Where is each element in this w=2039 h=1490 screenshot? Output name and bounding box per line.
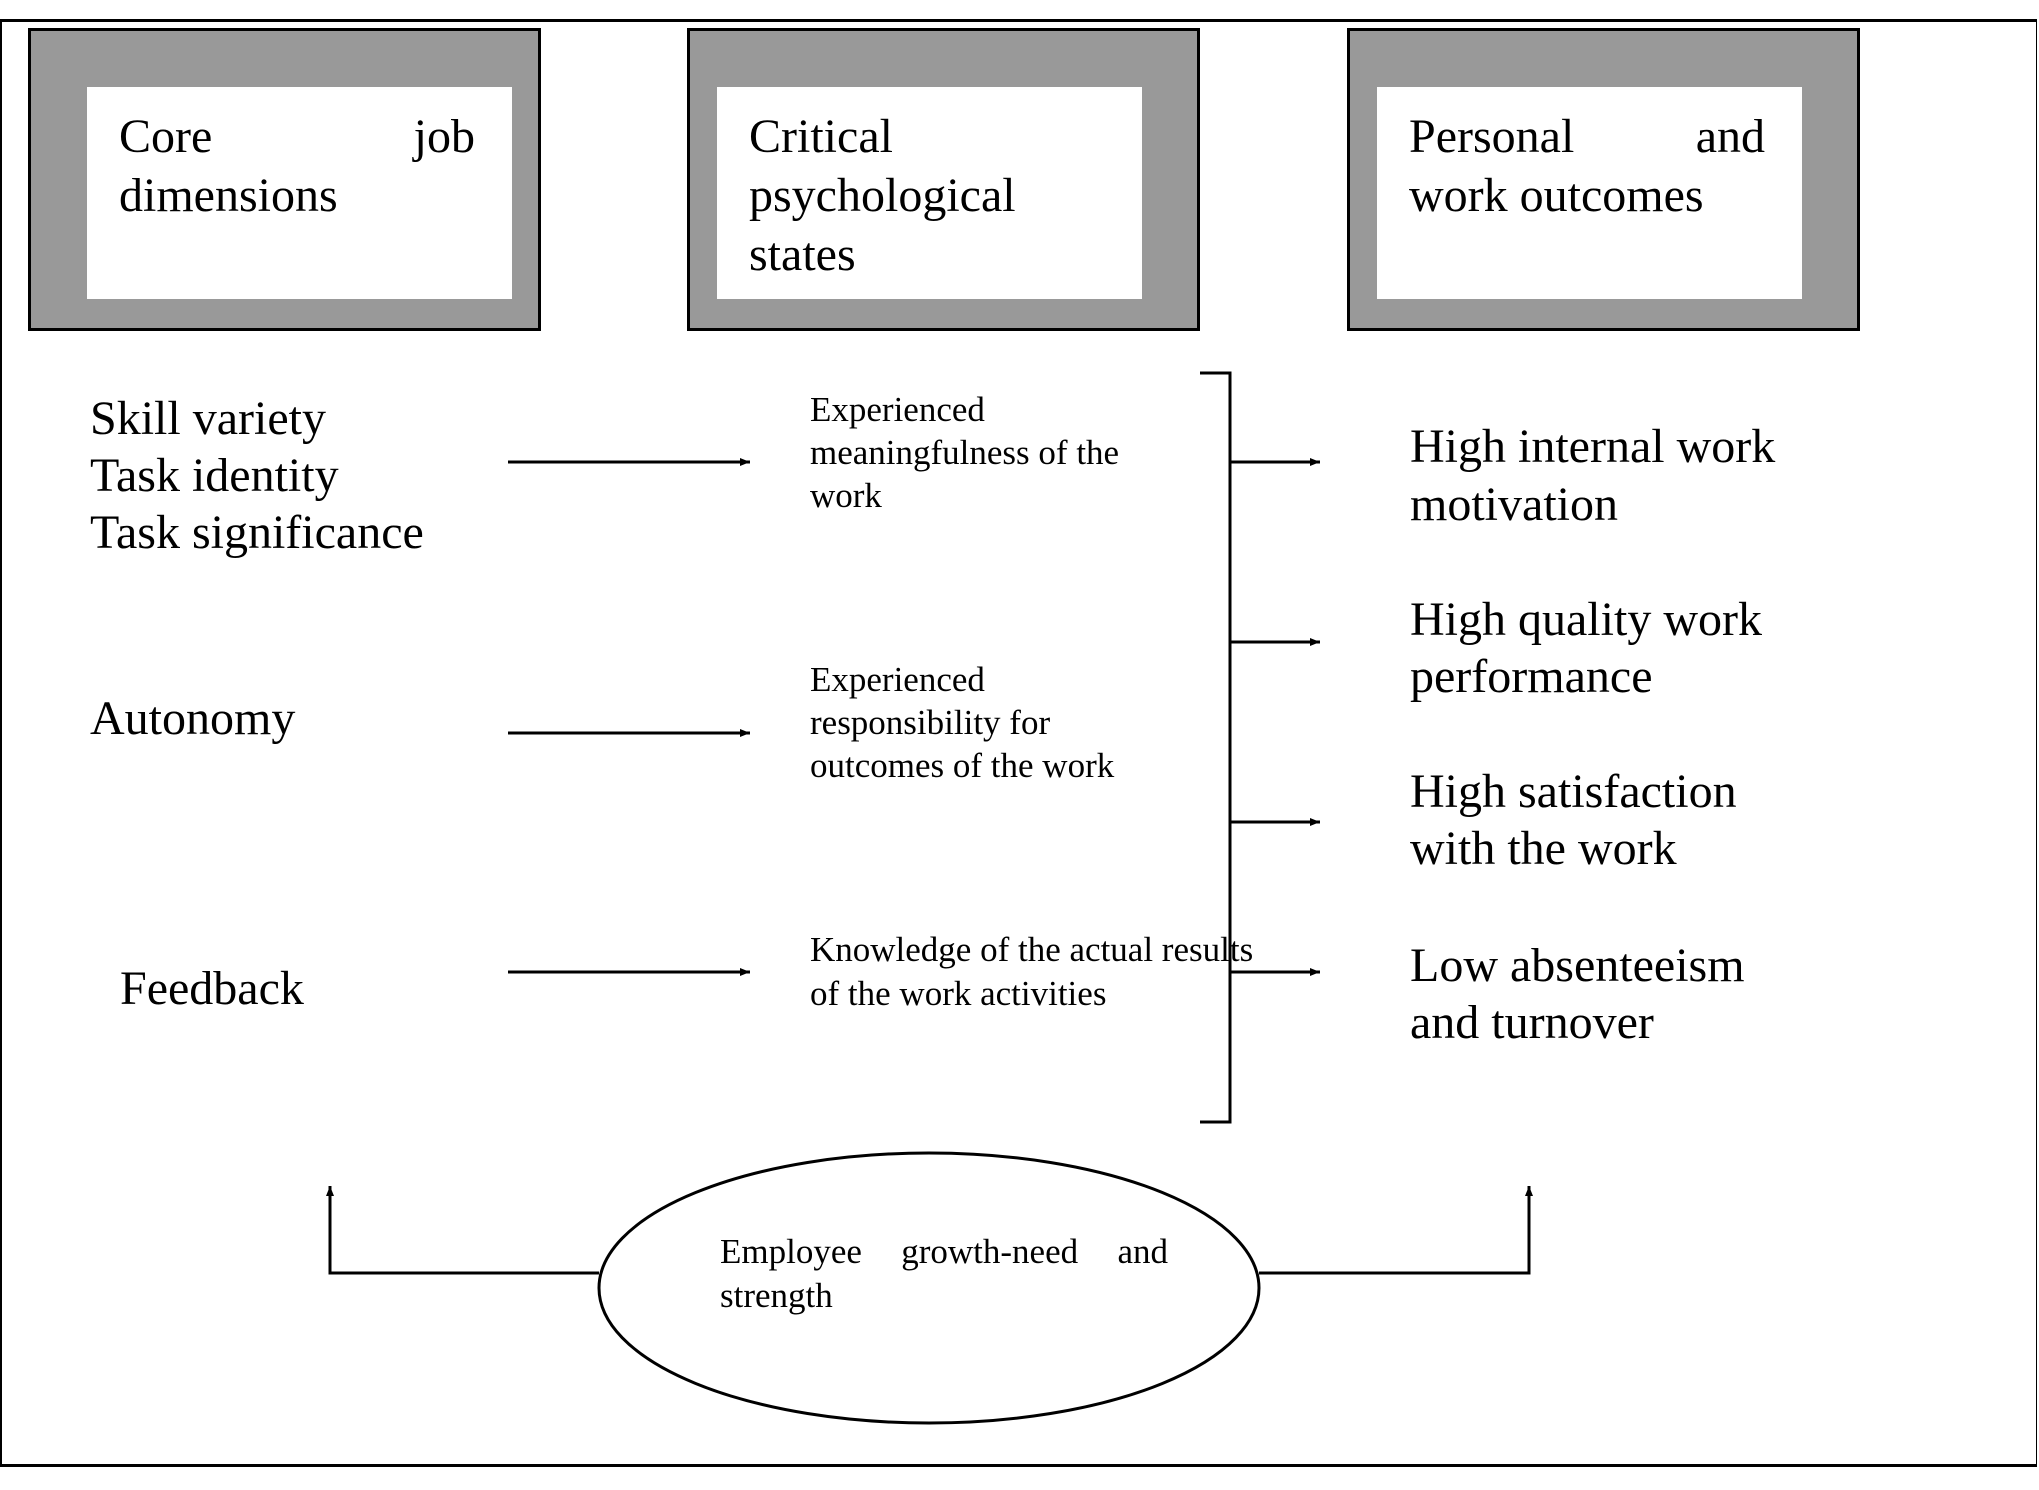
feedback-label: Feedback	[120, 962, 304, 1015]
states-bracket	[1200, 371, 1232, 1124]
skill-variety-label: Skill variety	[90, 392, 326, 445]
moderator-ellipse	[597, 1151, 1261, 1425]
header-box-outcomes: Personal and work outcomes	[1347, 28, 1860, 331]
outcome-absenteeism-line: and turnover	[1410, 996, 1654, 1049]
diagram-frame	[0, 19, 2037, 1467]
outcome-satisfaction-line: High satisfaction	[1410, 765, 1737, 818]
outcome-satisfaction-line: with the work	[1410, 822, 1677, 875]
outcome-motivation-line: motivation	[1410, 478, 1618, 531]
outcome-absenteeism-line: Low absenteeism	[1410, 939, 1745, 992]
header-personal-work-outcomes: Personal and work outcomes	[1409, 110, 1765, 222]
outcome-quality-line: performance	[1410, 650, 1653, 703]
state-meaningfulness-line: meaningfulness of the	[810, 433, 1120, 472]
state-responsibility-line: responsibility for	[810, 703, 1051, 742]
outcome-motivation-line: High internal work	[1410, 420, 1776, 473]
state-responsibility-line: Experienced	[810, 660, 985, 699]
moderator-arrow-right	[1259, 1186, 1533, 1275]
moderator-label: Employee growth-need and strength	[720, 1232, 1168, 1315]
task-significance-label: Task significance	[90, 506, 424, 559]
state-knowledge-line: Knowledge of the actual results	[810, 930, 1254, 969]
state-responsibility-line: outcomes of the work	[810, 746, 1115, 785]
state-meaningfulness-line: Experienced	[810, 390, 985, 429]
autonomy-label: Autonomy	[90, 692, 296, 745]
header-critical-states: Critical psychological states	[749, 110, 1016, 281]
state-meaningfulness-line: work	[810, 476, 882, 515]
moderator-arrow-left	[326, 1186, 599, 1275]
header-box-critical: Critical psychological states	[687, 28, 1200, 331]
state-knowledge-line: of the work activities	[810, 974, 1107, 1013]
header-core-job-dimensions: Core job dimensions	[119, 110, 475, 222]
header-box-core: Core job dimensions	[28, 28, 541, 331]
outcome-quality-line: High quality work	[1410, 593, 1762, 646]
task-identity-label: Task identity	[90, 449, 339, 502]
